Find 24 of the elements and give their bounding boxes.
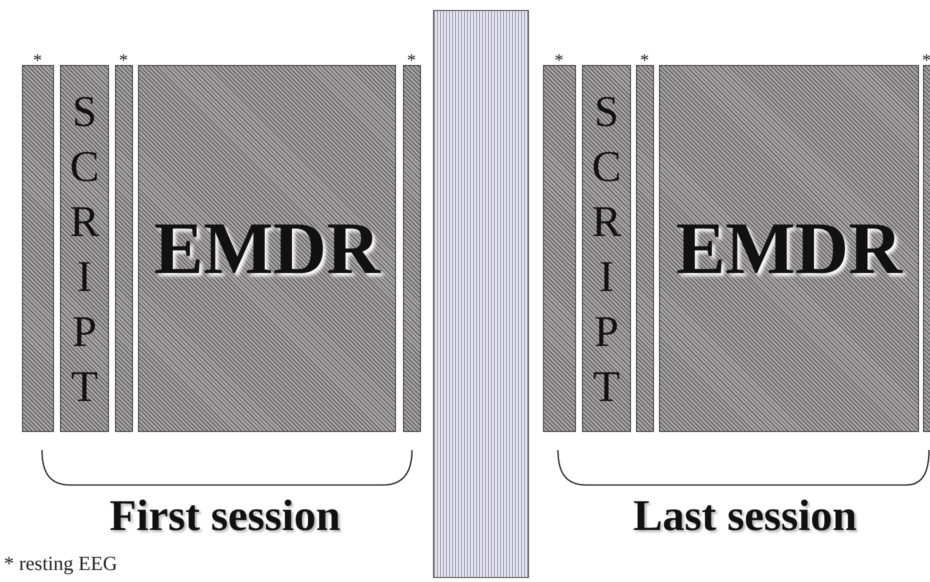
session-block <box>403 65 421 432</box>
session-block <box>923 65 930 432</box>
vertical-label: SCRIPT <box>68 86 100 412</box>
asterisk-mark: * <box>554 51 564 69</box>
footnote: * resting EEG <box>4 552 118 577</box>
session-block <box>115 65 133 432</box>
session-label: First session <box>108 490 342 542</box>
session-label: Last session <box>632 490 858 542</box>
session-block <box>22 65 54 432</box>
vertical-label: SCRIPT <box>590 86 622 412</box>
script-block <box>60 65 109 432</box>
break-bar <box>433 10 529 578</box>
asterisk-mark: * <box>640 51 649 69</box>
script-block <box>582 65 631 432</box>
asterisk-mark: * <box>33 51 42 69</box>
asterisk-mark: * <box>407 51 416 69</box>
session-block <box>543 65 576 432</box>
block-title: EMDR <box>676 212 902 286</box>
block-title: EMDR <box>154 212 380 286</box>
emdr-block <box>138 65 396 432</box>
asterisk-mark: * <box>119 51 128 69</box>
asterisk-mark: * <box>922 51 930 69</box>
session-block <box>636 65 654 432</box>
emdr-block <box>659 65 919 432</box>
